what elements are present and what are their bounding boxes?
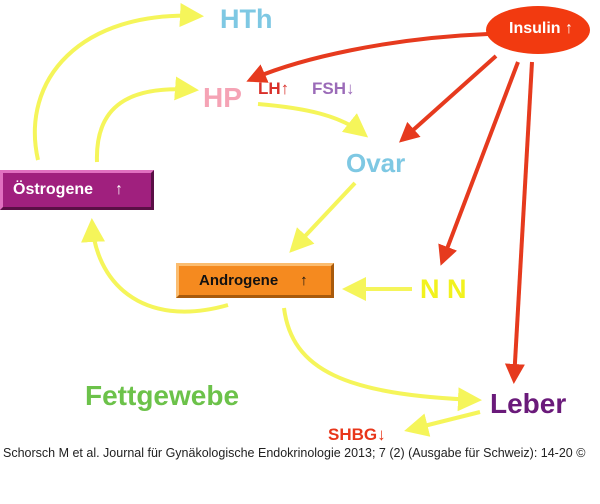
insulin-up-arrow-icon: ↑ (565, 20, 574, 37)
node-lh: LH↑ (258, 80, 289, 97)
node-shbg: SHBG↓ (328, 426, 386, 443)
edge-insulin-to-hp (246, 32, 489, 83)
insulin-label: Insulin (509, 20, 561, 37)
shbg-label: SHBG (328, 425, 378, 444)
node-nn: N N (420, 274, 467, 304)
shbg-down-arrow-icon: ↓ (377, 425, 386, 444)
edge-hp-to-ovar (257, 102, 369, 138)
edge-insulin-to-nn (438, 61, 520, 266)
edge-insulin-to-leber (504, 61, 534, 384)
insulin-ellipse (486, 6, 590, 54)
node-leber: Leber (490, 388, 567, 419)
node-ovar: Ovar (346, 148, 406, 178)
node-oestrogene: Östrogene ↑ (0, 170, 154, 210)
edge-ovar-to-androgene (289, 181, 357, 253)
edge-oestrogene-to-hth (32, 3, 204, 161)
fsh-label: FSH (312, 79, 346, 98)
fsh-down-arrow-icon: ↓ (346, 79, 355, 98)
lh-up-arrow-icon: ↑ (280, 79, 290, 98)
oestrogene-up-arrow-icon: ↑ (115, 181, 124, 198)
node-fettgewebe: Fettgewebe (85, 380, 240, 411)
edge-leber-to-shbg (404, 410, 481, 437)
edge-insulin-to-ovar (399, 54, 498, 143)
node-androgene: Androgene ↑ (176, 263, 334, 298)
lh-label: LH (258, 79, 281, 98)
edge-androgene-to-oestrogene (81, 218, 229, 314)
node-hp: HP (203, 82, 242, 113)
androgene-up-arrow-icon: ↑ (300, 272, 308, 289)
node-insulin: Insulin ↑ (509, 21, 573, 37)
node-fsh: FSH↓ (312, 80, 355, 97)
oestrogene-label: Östrogene (13, 181, 94, 198)
citation-text: Schorsch M et al. Journal für Gynäkologi… (3, 446, 586, 460)
edge-androgene-to-leber (282, 307, 482, 412)
edge-oestrogene-to-hp (94, 76, 199, 163)
node-hth: HTh (220, 4, 273, 34)
androgene-label: Androgene (199, 272, 279, 289)
